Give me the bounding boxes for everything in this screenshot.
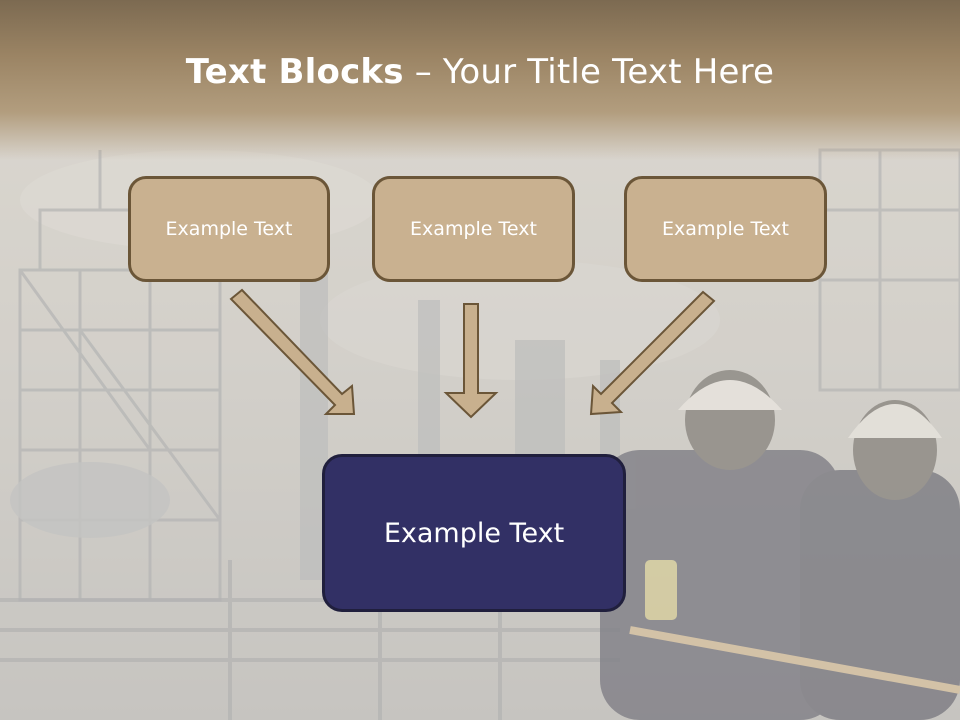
title-rest: Your Title Text Here (442, 52, 775, 92)
text-block-3-label: Example Text (662, 218, 789, 240)
title-band (0, 0, 960, 160)
arrow-left-icon (229, 288, 356, 415)
main-text-block[interactable]: Example Text (322, 454, 626, 612)
text-block-1[interactable]: Example Text (128, 176, 330, 282)
text-block-1-label: Example Text (165, 218, 293, 240)
text-block-2[interactable]: Example Text (372, 176, 575, 282)
arrow-right-icon (589, 290, 716, 416)
arrow-center-icon (443, 303, 499, 419)
title-dash: – (403, 52, 443, 92)
slide-title[interactable]: Text Blocks – Your Title Text Here (0, 52, 960, 92)
text-block-2-label: Example Text (410, 218, 537, 240)
main-text-block-label: Example Text (383, 517, 565, 549)
text-block-3[interactable]: Example Text (624, 176, 827, 282)
title-bold-part: Text Blocks (185, 52, 404, 92)
